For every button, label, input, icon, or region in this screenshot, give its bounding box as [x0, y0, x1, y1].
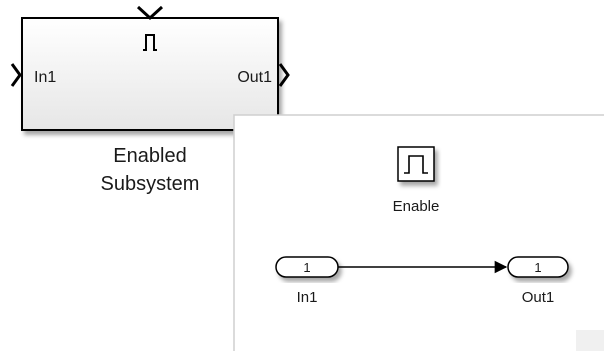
enable-port-icon[interactable] [136, 5, 164, 21]
enable-block[interactable] [397, 146, 435, 182]
outport-label: Out1 [237, 69, 272, 86]
block-caption-line2: Subsystem [101, 173, 200, 195]
outport-block-label: Out1 [522, 289, 555, 306]
output-port-icon[interactable] [278, 63, 290, 87]
inport-block[interactable]: 1 [275, 256, 339, 278]
enable-pulse-icon [404, 155, 428, 174]
enable-block-label: Enable [393, 198, 440, 215]
inport-block-label: In1 [297, 289, 318, 306]
subsystem-contents-panel: Enable 1 In1 1 Out1 [233, 114, 604, 351]
pulse-icon [143, 34, 157, 51]
block-caption-line1: Enabled [113, 145, 186, 167]
enabled-subsystem-block[interactable]: In1 Out1 [10, 5, 290, 131]
inport-number: 1 [303, 260, 310, 275]
input-port-icon[interactable] [10, 63, 22, 87]
panel-corner [576, 330, 604, 351]
inport-label: In1 [34, 69, 56, 86]
outport-number: 1 [534, 260, 541, 275]
outport-block[interactable]: 1 [507, 256, 569, 278]
